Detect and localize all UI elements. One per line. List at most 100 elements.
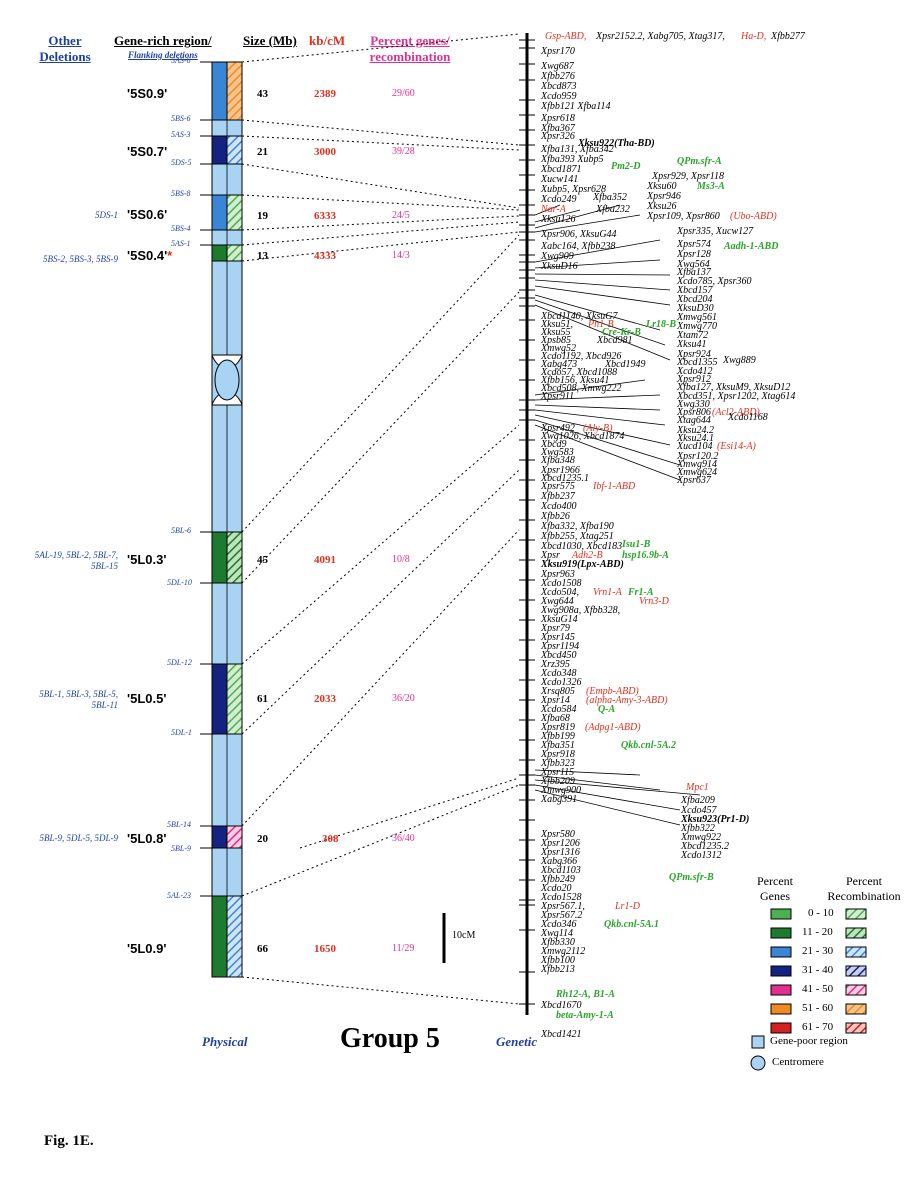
marker-label: (Esi14-A): [717, 441, 756, 452]
marker-label: Xfbb322: [681, 823, 715, 834]
legend-row-4: 41 - 50: [802, 983, 834, 995]
marker-label: Ph1-B: [588, 319, 614, 330]
kbcm-header: kb/cM: [309, 33, 346, 48]
marker-label: Xtam72: [677, 330, 709, 341]
gene-rich-header: Gene-rich region/: [114, 33, 212, 48]
marker-label: Xwg909: [541, 251, 574, 262]
legend-recomb-header: Percent Recombination: [827, 874, 901, 903]
kbcm-5L0.5: 2033: [314, 693, 336, 705]
marker-label: Xabg473: [541, 359, 578, 370]
marker-label: Xpsr911: [541, 391, 575, 402]
pct-5L0.5: 36/20: [392, 693, 415, 704]
marker-label: Xmwg561: [677, 312, 717, 323]
marker-label: Xpsr567.2: [541, 910, 583, 921]
region-5S0.7: '5S0.7': [127, 144, 168, 159]
marker-label: QPm.sfr-B: [669, 872, 714, 883]
marker-label: Xpsr567.1,: [541, 901, 585, 912]
block-5L0.5: [211, 663, 243, 735]
marker-label: (Empb-ABD): [586, 686, 639, 697]
kbcm-5S0.4: 4333: [314, 250, 336, 262]
marker-label: Lr1-D: [615, 901, 641, 912]
marker-label: Xbcd1103: [541, 865, 581, 876]
size-5L0.5: 61: [257, 693, 268, 705]
marker-label: Xpsr912: [677, 374, 711, 385]
legend-row-3: 31 - 40: [802, 964, 834, 976]
marker-label: Xmwg770: [677, 321, 717, 332]
scale-label: 10cM: [452, 930, 476, 941]
marker-label: Xksu55: [541, 327, 571, 338]
marker-label: Xcdo400: [541, 501, 577, 512]
marker-label: Xwg889: [723, 355, 756, 366]
block-5L0.8: [211, 825, 243, 849]
bp-5BS-6: 5BS-6: [171, 114, 191, 123]
marker-label: Xcdo1508: [541, 578, 582, 589]
marker-label: Xksu26: [647, 201, 677, 212]
marker-label: Vrn1-A: [593, 587, 622, 598]
marker-label: Xcdo1528: [541, 892, 582, 903]
marker-label: Xmwg2112: [541, 946, 586, 957]
marker-label: Xpsr128: [677, 249, 711, 260]
deletions-5L0.3: 5AL-19, 5BL-2, 5BL-7, 5BL-15: [34, 550, 118, 571]
legend-row-0: 0 - 10: [808, 907, 834, 919]
marker-label: Xpsr906, XksuG44: [541, 229, 617, 240]
block-5L0.3: [211, 531, 243, 584]
marker-label: Xpsr1966: [541, 465, 580, 476]
marker-label: Xfba393 Xubp5: [541, 154, 604, 165]
marker-label: Xcdo57, Xbcd1088: [541, 367, 618, 378]
marker-label: Xfba137: [677, 267, 711, 278]
marker-label: Xpsr575: [541, 481, 575, 492]
marker-label: Xbcd1235.1: [541, 473, 590, 484]
marker-label: Xcdo584: [541, 704, 577, 715]
marker-label: Xwg114: [541, 928, 574, 939]
kbcm-5S0.7: 3000: [314, 146, 336, 158]
bp-5AS-6: 5AS-6: [171, 56, 191, 65]
marker-label: Xucd104: [677, 441, 713, 452]
marker-label: Xksu126: [541, 214, 576, 225]
region-5L0.3: '5L0.3': [127, 552, 167, 567]
marker-label: Xfba127, XksuM9, XksuD12: [677, 382, 791, 393]
marker-label: Xksu41: [677, 339, 707, 350]
region-5S0.6: '5S0.6': [127, 207, 168, 222]
kbcm-5L0.3: 4091: [314, 554, 336, 566]
marker-label: Xfbb26: [541, 511, 570, 522]
marker-label: Xbcd157: [677, 285, 713, 296]
bp-5DS-5: 5DS-5: [171, 158, 192, 167]
marker-label: Xbcd1355: [677, 357, 718, 368]
marker-label: (Acl2-ABD): [712, 407, 760, 418]
marker-label: Xmwg914: [677, 459, 717, 470]
marker-label: Xfba348: [541, 455, 575, 466]
legend-swatches: [750, 908, 867, 1071]
marker-label: Xwg644: [541, 596, 574, 607]
bp-5BL-6: 5BL-6: [171, 526, 191, 535]
marker-label: Xbcd1140, XksuG7: [541, 311, 618, 322]
marker-label: Xksu922(Tha-BD): [578, 138, 655, 149]
marker-label: Xpsr1316: [541, 847, 580, 858]
marker-label: Xmwg922: [681, 832, 721, 843]
marker-label: Xpsr1194: [541, 641, 580, 652]
physical-label: Physical: [202, 1034, 248, 1049]
bp-5DL-12: 5DL-12: [167, 658, 192, 667]
bp-5AS-3: 5AS-3: [171, 130, 191, 139]
marker-label: Xabc164, Xfbb238: [541, 241, 616, 252]
marker-label: Xpsr326: [541, 131, 575, 142]
marker-label: Xksu60: [647, 181, 677, 192]
marker-label: Lr18-B: [646, 319, 676, 330]
marker-label: Xbcd9: [541, 439, 567, 450]
marker-label: Xcdo1326: [541, 677, 582, 688]
marker-label: Xwg330: [677, 399, 710, 410]
marker-label: Xwg1026, Xbcd1874: [541, 431, 625, 442]
marker-label: Xfbb276: [541, 71, 575, 82]
marker-label: Xcdo348: [541, 668, 577, 679]
marker-label: Xmwg900: [541, 785, 581, 796]
marker-label: Xksu919(Lpx-ABD): [541, 559, 624, 570]
marker-label: Xpsr929, Xpsr118: [652, 171, 725, 182]
marker-label: Xcdo249: [541, 194, 577, 205]
marker-label: Xwg583: [541, 447, 574, 458]
marker-label: Xfbb277: [771, 31, 805, 42]
block-5S0.7: [211, 135, 243, 165]
marker-label: Xpsr819: [541, 722, 575, 733]
marker-label: Ms3-A: [697, 181, 725, 192]
marker-label: XksuD30: [677, 303, 714, 314]
marker-label: Adh2-B: [572, 550, 603, 561]
